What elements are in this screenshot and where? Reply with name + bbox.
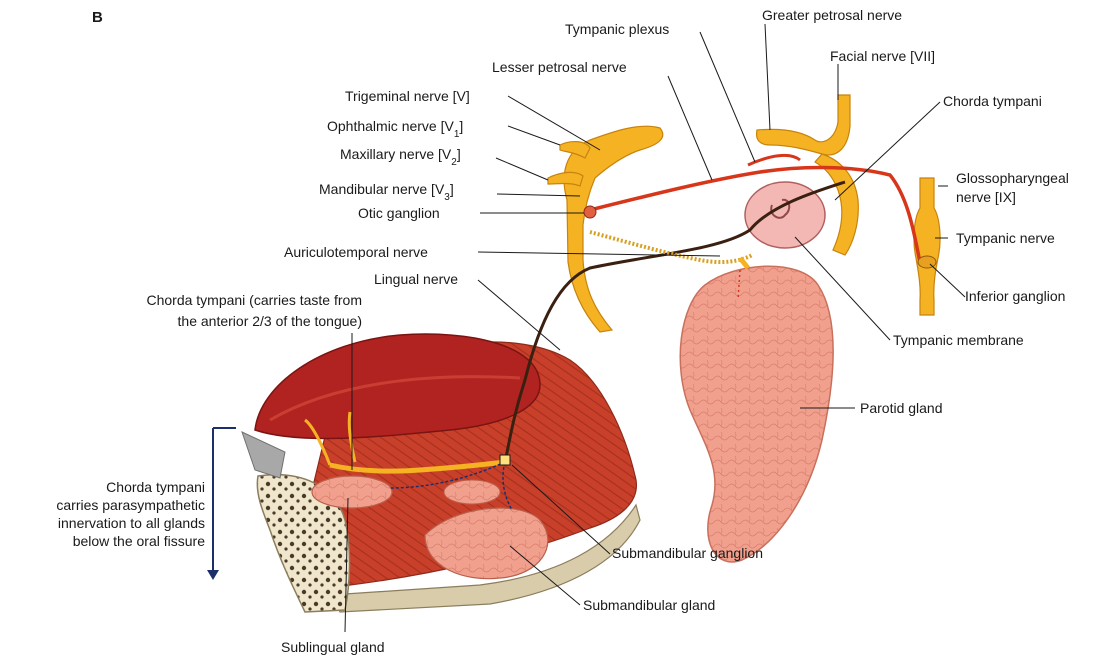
submandibular-deep-part (444, 480, 500, 504)
sublingual-gland (312, 476, 392, 508)
auriculotemporal-pathway (590, 232, 752, 262)
label-otic-ganglion: Otic ganglion (358, 205, 440, 221)
label-ophthalmic-nerve: Ophthalmic nerve [V1] (327, 118, 463, 140)
mandibular-text: Mandibular nerve [V (319, 181, 445, 197)
label-tympanic-nerve: Tympanic nerve (956, 230, 1055, 246)
label-trigeminal-nerve: Trigeminal nerve [V] (345, 88, 470, 104)
label-parotid-gland: Parotid gland (860, 400, 943, 416)
chorda-arrow (207, 428, 236, 580)
label-auriculotemporal-nerve: Auriculotemporal nerve (284, 244, 428, 260)
label-taste-line2: the anterior 2/3 of the tongue) (178, 313, 362, 329)
maxillary-bracket: ] (457, 146, 461, 162)
label-maxillary-nerve: Maxillary nerve [V2] (340, 146, 461, 168)
label-tympanic-membrane: Tympanic membrane (893, 332, 1024, 348)
mandibular-bracket: ] (450, 181, 454, 197)
label-glossopharyngeal-line2: nerve [IX] (956, 189, 1016, 205)
label-facial-nerve: Facial nerve [VII] (830, 48, 935, 64)
parotid-gland (680, 266, 833, 562)
label-para-line3: innervation to all glands (58, 515, 205, 531)
submandibular-ganglion (500, 455, 510, 465)
label-tympanic-plexus: Tympanic plexus (565, 21, 669, 37)
tympanic-plexus-shape (748, 155, 800, 165)
label-submandibular-gland: Submandibular gland (583, 597, 715, 613)
label-sublingual-gland: Sublingual gland (281, 639, 385, 655)
label-chorda-tympani: Chorda tympani (943, 93, 1042, 109)
ophthalmic-bracket: ] (459, 118, 463, 134)
gum (242, 432, 285, 478)
trigeminal-trunk (548, 126, 663, 332)
label-submandibular-ganglion: Submandibular ganglion (612, 545, 763, 561)
otic-ganglion (584, 206, 596, 218)
label-glossopharyngeal-line1: Glossopharyngeal (956, 170, 1069, 186)
label-lingual-nerve: Lingual nerve (374, 271, 458, 287)
label-greater-petrosal-nerve: Greater petrosal nerve (762, 7, 902, 23)
ophthalmic-text: Ophthalmic nerve [V (327, 118, 454, 134)
label-lesser-petrosal-nerve: Lesser petrosal nerve (492, 59, 627, 75)
label-para-line2: carries parasympathetic (56, 497, 205, 513)
label-mandibular-nerve: Mandibular nerve [V3] (319, 181, 454, 203)
label-para-line4: below the oral fissure (73, 533, 206, 549)
maxillary-text: Maxillary nerve [V (340, 146, 452, 162)
panel-label: B (92, 9, 103, 26)
label-para-line1: Chorda tympani (106, 479, 205, 495)
inferior-ganglion-shape (918, 256, 936, 268)
label-inferior-ganglion: Inferior ganglion (965, 288, 1065, 304)
label-taste-line1: Chorda tympani (carries taste from (146, 292, 362, 308)
labels: Tympanic plexus Greater petrosal nerve F… (56, 7, 1068, 655)
